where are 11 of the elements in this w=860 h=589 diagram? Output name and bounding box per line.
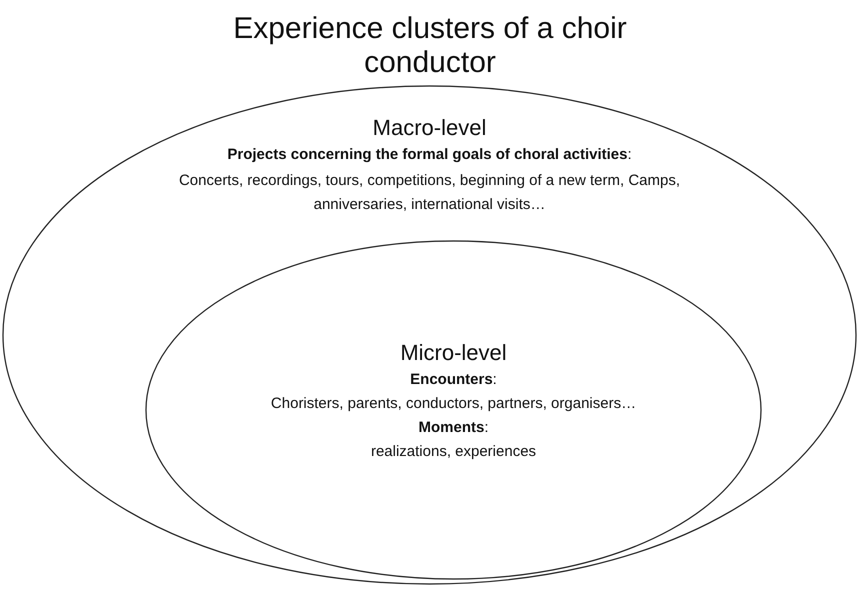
diagram-title: Experience clusters of a choir conductor [232, 12, 628, 80]
description-text: Choristers, parents, conductors, partners, organisers… [270, 394, 638, 414]
category-heading: Projects concerning the formal goals of choral activities: [226, 145, 633, 165]
level-ellipse [2, 85, 857, 585]
description-text: realizations, experiences [370, 442, 538, 462]
category-heading: Encounters: [409, 370, 498, 390]
level-heading: Micro-level [399, 339, 508, 367]
description-text: Concerts, recordings, tours, competitions, beginning of a new term, Camps, anniversaries, international visits… [178, 171, 682, 215]
level-heading: Macro-level [372, 114, 488, 142]
category-heading: Moments: [417, 418, 490, 438]
level-ellipse [145, 240, 762, 580]
